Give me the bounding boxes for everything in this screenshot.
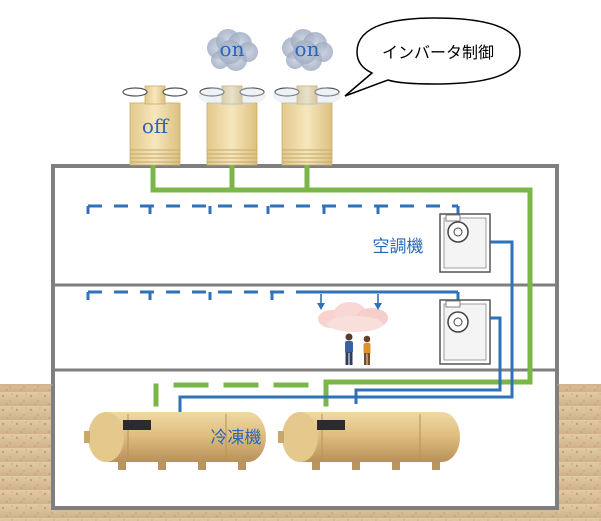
- chillers: [84, 412, 460, 470]
- chiller-label: 冷凍機: [211, 428, 262, 448]
- steam-cloud-icon: [282, 29, 333, 71]
- chilled-water-piping: [86, 204, 514, 412]
- tower-state-label: on: [295, 37, 320, 61]
- cooling-towers: off on on: [122, 29, 341, 166]
- person-icon: [345, 333, 353, 365]
- cooling-tower-icon: on: [273, 29, 341, 166]
- cooling-tower-icon: off: [122, 85, 188, 166]
- inverter-control-callout: インバータ制御: [344, 17, 521, 97]
- air-handler-middle: [439, 299, 491, 365]
- fan-icon: [199, 87, 265, 97]
- person-icon: [363, 335, 371, 365]
- chiller-tank-icon: [278, 412, 460, 470]
- cool-air-cloud-icon: [317, 294, 388, 332]
- air-handler-label: 空調機: [373, 237, 424, 257]
- steam-cloud-icon: [207, 29, 258, 71]
- tower-state-label: off: [142, 114, 170, 138]
- chiller-tank-icon: [84, 412, 266, 470]
- fan-icon: [274, 87, 340, 97]
- tower-state-label: on: [220, 37, 245, 61]
- callout-text: インバータ制御: [382, 43, 494, 62]
- air-handler-upper: [439, 213, 491, 273]
- fan-icon: [122, 87, 188, 97]
- cooling-tower-icon: on: [198, 29, 266, 166]
- condenser-water-piping: [150, 163, 533, 407]
